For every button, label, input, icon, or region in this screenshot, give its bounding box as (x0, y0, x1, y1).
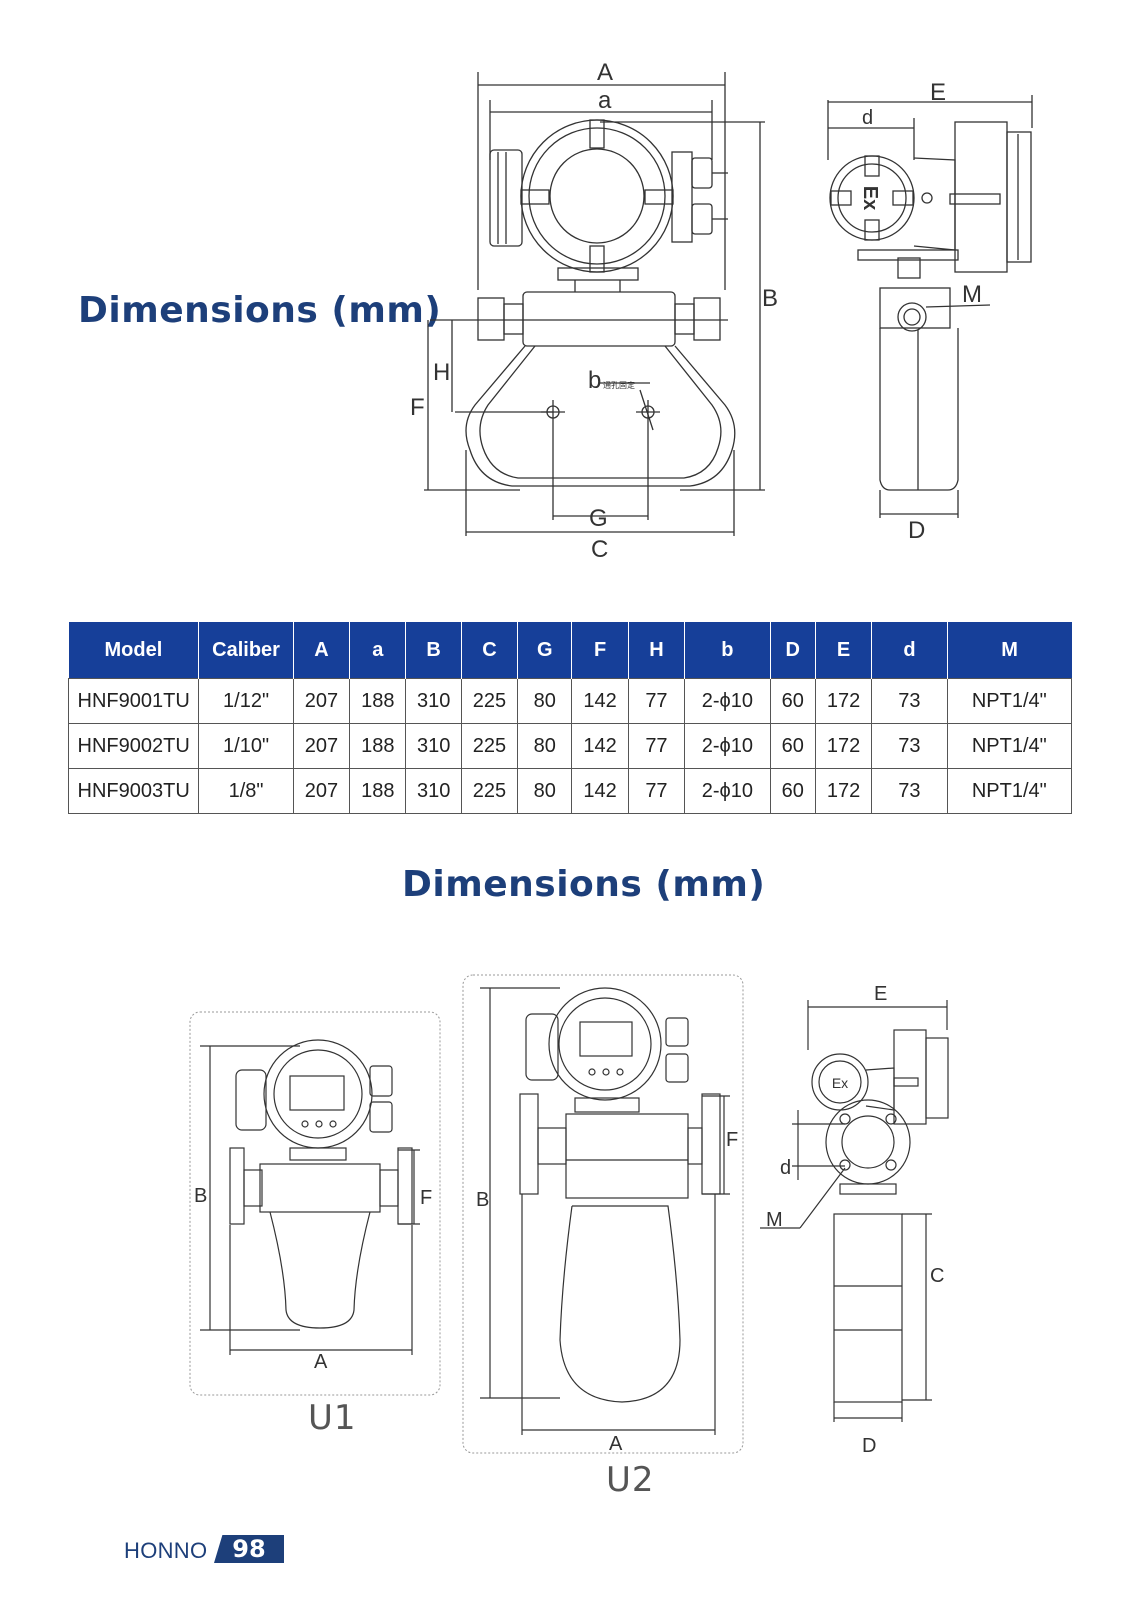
header-model: Model (68, 622, 200, 679)
cell: 142 (571, 723, 629, 769)
side-label-E: E (874, 983, 887, 1005)
ex-mark-side-view: Ex (859, 186, 881, 210)
cell: 172 (814, 723, 873, 769)
side-label-C: C (930, 1265, 944, 1287)
u2-label-F: F (726, 1129, 738, 1151)
cell: 77 (627, 723, 686, 769)
side-view-lower-drawing (760, 1000, 949, 1422)
cell: 188 (349, 723, 407, 769)
caption-u2: U2 (606, 1460, 655, 1500)
cell: 80 (517, 768, 573, 814)
table-row: HNF9002TU 1/10" 207 188 310 225 80 142 7… (67, 723, 1073, 769)
cell: 188 (349, 768, 407, 814)
cell: HNF9003TU (67, 768, 200, 814)
header-G: G (517, 622, 573, 679)
cell: 2-ϕ10 (684, 768, 771, 814)
header-d: d (871, 622, 948, 679)
cell: 225 (460, 768, 519, 814)
dim-label-M: M (962, 281, 982, 308)
table-row: HNF9001TU 1/12" 207 188 310 225 80 142 7… (67, 678, 1073, 724)
cell: 310 (405, 678, 462, 724)
side-label-M: M (766, 1209, 783, 1231)
header-D: D (770, 622, 816, 679)
cell: 73 (871, 678, 948, 724)
dim-label-C: C (591, 536, 608, 563)
cell: 225 (460, 678, 519, 724)
dim-label-B: B (762, 285, 778, 312)
u1-label-A: A (314, 1351, 328, 1373)
cell: NPT1/4" (946, 723, 1073, 769)
cell: 2-ϕ10 (684, 678, 771, 724)
header-M: M (947, 622, 1072, 679)
side-label-d: d (780, 1157, 791, 1179)
page-number: 98 (214, 1535, 284, 1563)
footer-brand: HONNO (124, 1538, 208, 1563)
header-B: B (405, 622, 462, 679)
u2-label-A: A (609, 1433, 623, 1455)
u1-label-F: F (420, 1187, 432, 1209)
table-row: HNF9003TU 1/8" 207 188 310 225 80 142 77… (67, 768, 1073, 814)
dim-label-A: A (597, 59, 613, 86)
dim-label-b: b (588, 367, 601, 394)
cell: 1/10" (198, 723, 294, 769)
cell: NPT1/4" (946, 768, 1073, 814)
header-E: E (815, 622, 873, 679)
u2-drawing (480, 987, 730, 1435)
cell: 73 (871, 723, 948, 769)
cell: 80 (517, 723, 573, 769)
u1-label-B: B (194, 1185, 207, 1207)
cell: 207 (292, 678, 351, 724)
header-H: H (628, 622, 686, 679)
dim-label-H: H (433, 359, 450, 386)
dim-note-through-hole: 通孔固定 (603, 380, 635, 390)
header-caliber: Caliber (198, 622, 294, 679)
cell: 310 (405, 723, 462, 769)
cell: 1/8" (198, 768, 294, 814)
cell: HNF9002TU (67, 723, 200, 769)
cell: 60 (769, 678, 816, 724)
cell: 172 (814, 768, 873, 814)
header-C: C (461, 622, 519, 679)
cell: 1/12" (198, 678, 294, 724)
u2-label-B: B (476, 1189, 489, 1211)
cell: 2-ϕ10 (684, 723, 771, 769)
cell: 80 (517, 678, 573, 724)
section-title-2: Dimensions (mm) (402, 864, 766, 905)
header-b: b (684, 622, 771, 679)
cell: 188 (349, 678, 407, 724)
side-label-D: D (862, 1435, 876, 1457)
cell: HNF9001TU (67, 678, 200, 724)
cell: 60 (769, 723, 816, 769)
header-A: A (293, 622, 351, 679)
dimensions-table: Model Caliber A a B C G F H b D E d M HN… (67, 622, 1073, 814)
cell: 73 (871, 768, 948, 814)
cell: 207 (292, 768, 351, 814)
front-view-drawing: A a B H F G C b 通孔固定 Ex E d (410, 59, 1033, 563)
dim-label-D: D (908, 517, 925, 544)
section-title-1: Dimensions (mm) (78, 290, 442, 331)
cell: 172 (814, 678, 873, 724)
caption-u1: U1 (308, 1398, 357, 1438)
dim-label-E: E (930, 79, 946, 106)
cell: 310 (405, 768, 462, 814)
header-a: a (349, 622, 407, 679)
cell: 142 (571, 678, 629, 724)
cell: 207 (292, 723, 351, 769)
cell: 142 (571, 768, 629, 814)
table-header-row: Model Caliber A a B C G F H b D E d M (68, 622, 1072, 679)
header-F: F (571, 622, 629, 679)
u1-drawing (200, 1039, 420, 1355)
cell: 225 (460, 723, 519, 769)
dim-label-d: d (862, 107, 873, 129)
ex-mark-lower: Ex (832, 1075, 848, 1091)
cell: 60 (769, 768, 816, 814)
cell: 77 (627, 678, 686, 724)
cell: 77 (627, 768, 686, 814)
dim-label-a: a (598, 87, 612, 114)
dim-label-G: G (589, 505, 608, 532)
cell: NPT1/4" (946, 678, 1073, 724)
dim-label-F: F (410, 394, 425, 421)
